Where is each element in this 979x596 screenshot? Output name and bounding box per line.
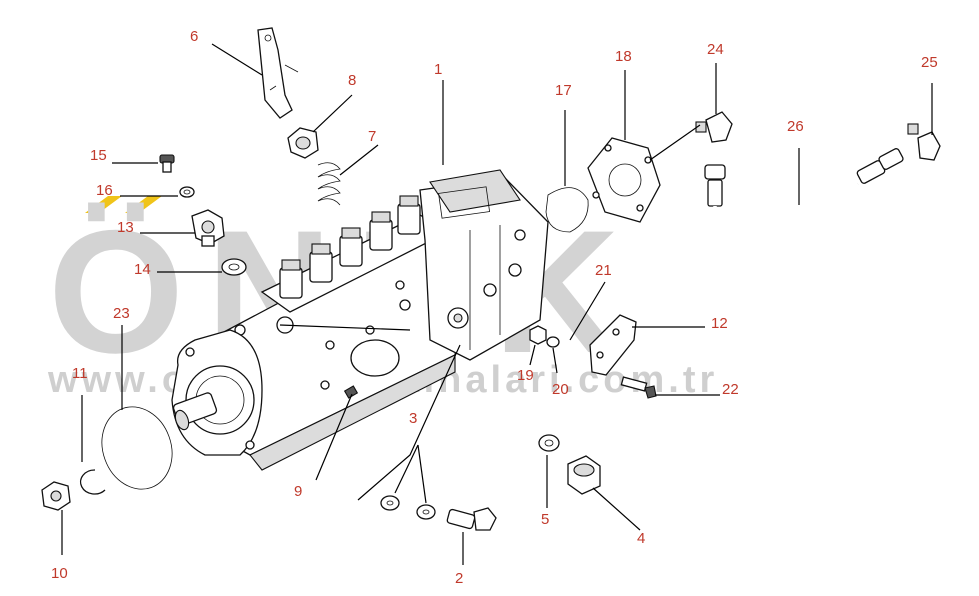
callout-7: 7 xyxy=(368,128,376,145)
elbow-fitting-right xyxy=(907,123,941,161)
inlet-screw xyxy=(159,154,175,173)
callout-9: 9 xyxy=(294,483,302,500)
callout-13: 13 xyxy=(117,219,134,236)
sealing-washer-small xyxy=(179,186,195,198)
screw-plug xyxy=(567,455,601,495)
callout-labels: 1 2 3 4 5 6 7 8 9 10 11 12 13 14 15 16 1… xyxy=(51,28,938,587)
sealing-washer-large xyxy=(221,258,247,276)
injection-pump-body xyxy=(171,169,549,471)
callout-12: 12 xyxy=(711,315,728,332)
stop-bracket xyxy=(589,314,637,376)
governor-spring xyxy=(317,162,341,206)
banjo-fitting xyxy=(191,209,225,247)
callout-2: 2 xyxy=(455,570,463,587)
cover-plate xyxy=(587,137,661,223)
callout-22: 22 xyxy=(722,381,739,398)
cover-bolt xyxy=(343,385,359,399)
callout-19: 19 xyxy=(517,367,534,384)
callout-25: 25 xyxy=(921,54,938,71)
delivery-valves xyxy=(279,195,421,299)
small-nut xyxy=(529,325,547,345)
cover-gasket xyxy=(545,187,589,233)
hollow-bolt xyxy=(446,507,497,531)
watermark-accent-mark xyxy=(125,196,162,213)
callout-24: 24 xyxy=(707,41,724,58)
callout-14: 14 xyxy=(134,261,151,278)
throttle-lever xyxy=(257,27,299,119)
callout-17: 17 xyxy=(555,82,572,99)
lever-nut xyxy=(287,127,319,159)
callout-11: 11 xyxy=(72,365,88,382)
callout-3: 3 xyxy=(409,410,417,427)
callout-10: 10 xyxy=(51,565,68,582)
callout-1: 1 xyxy=(434,61,442,78)
shaft-nut xyxy=(41,481,71,511)
callout-8: 8 xyxy=(348,72,356,89)
callout-15: 15 xyxy=(90,147,107,164)
small-washer xyxy=(546,336,560,348)
callout-26: 26 xyxy=(787,118,804,135)
callout-4: 4 xyxy=(637,530,645,547)
callout-16: 16 xyxy=(96,182,113,199)
fuel-pipe xyxy=(704,148,904,253)
callout-23: 23 xyxy=(113,305,130,322)
elbow-fitting-left xyxy=(695,111,733,143)
plug-washer xyxy=(538,434,560,452)
callout-18: 18 xyxy=(615,48,632,65)
adjusting-screw xyxy=(620,376,657,399)
callout-5: 5 xyxy=(541,511,549,528)
callout-6: 6 xyxy=(190,28,198,45)
o-ring xyxy=(101,406,173,490)
watermark-accent-mark xyxy=(85,196,122,213)
callout-21: 21 xyxy=(595,262,612,279)
washers xyxy=(380,495,436,520)
callout-20: 20 xyxy=(552,381,569,398)
leader-lines xyxy=(61,43,933,565)
circlip xyxy=(79,469,106,495)
